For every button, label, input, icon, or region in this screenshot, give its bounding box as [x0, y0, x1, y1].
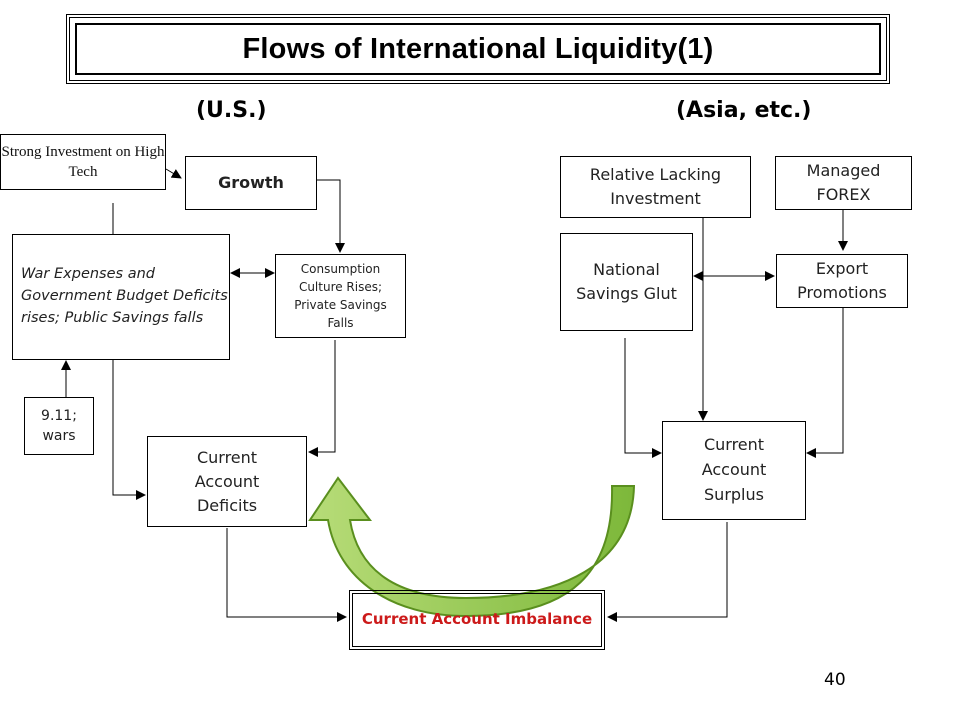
box-growth: Growth: [185, 156, 317, 210]
box-ca-deficits: Current Account Deficits: [147, 436, 307, 527]
flow-arrow-surplus-to-deficits: [308, 476, 636, 618]
heading-us: (U.S.): [196, 98, 267, 123]
box-ca-imbalance: Current Account Imbalance: [349, 590, 605, 650]
box-managed-forex: Managed FOREX: [775, 156, 912, 210]
box-consumption: Consumption Culture Rises; Private Savin…: [275, 254, 406, 338]
box-export-promotions: Export Promotions: [776, 254, 908, 308]
page-title: Flows of International Liquidity(1): [242, 32, 714, 65]
arrow-surplus-to-imbalance: [607, 522, 728, 622]
arrow-consumption-to-deficits: [308, 340, 336, 457]
arrow-export-to-surplus: [806, 308, 844, 458]
arrow-investment-to-growth: [165, 168, 182, 179]
arrow-deficits-to-imbalance: [226, 528, 347, 622]
box-savings-glut: National Savings Glut: [560, 233, 693, 331]
heading-asia: (Asia, etc.): [676, 98, 812, 123]
imbalance-label: Current Account Imbalance: [361, 610, 593, 629]
box-strong-investment: Strong Investment on High Tech: [0, 134, 166, 190]
box-relative-lacking: Relative Lacking Investment: [560, 156, 751, 218]
box-ca-surplus: Current Account Surplus: [662, 421, 806, 520]
arrow-glut-to-surplus: [624, 338, 662, 458]
page-number: 40: [824, 670, 846, 690]
box-911-wars: 9.11; wars: [24, 397, 94, 455]
title-frame: Flows of International Liquidity(1): [66, 14, 890, 84]
box-war-expenses: War Expenses and Government Budget Defic…: [12, 234, 230, 360]
arrow-growth-to-consumption: [317, 179, 345, 253]
